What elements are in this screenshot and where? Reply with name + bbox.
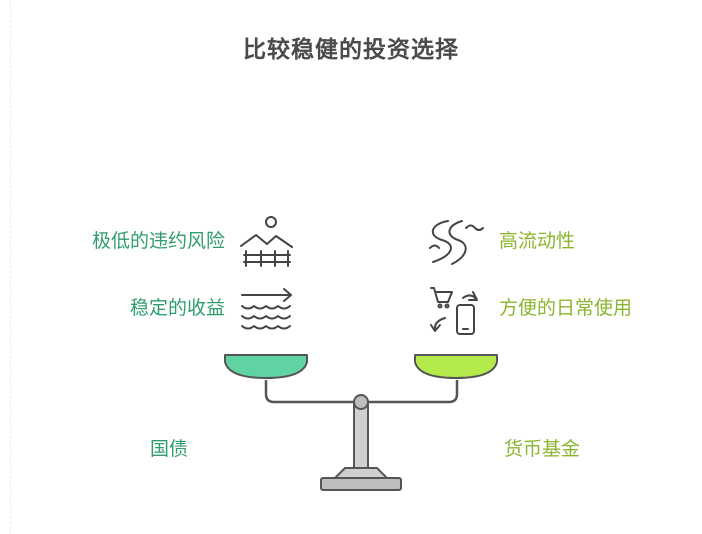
right-feature-label-2: 方便的日常使用 xyxy=(499,297,633,319)
right-option-name: 货币基金 xyxy=(504,438,581,460)
diagram-title: 比较稳健的投资选择 xyxy=(243,37,459,63)
right-feature-label-1: 高流动性 xyxy=(499,230,576,252)
scale-base xyxy=(320,477,402,491)
left-option-name: 国债 xyxy=(150,438,189,460)
right-pan xyxy=(414,354,498,379)
scale-base-step xyxy=(332,467,390,479)
landscape-with-fence-icon xyxy=(240,216,293,267)
cart-and-phone-icon xyxy=(430,287,478,335)
winding-river-icon xyxy=(429,220,484,265)
scale-pillar xyxy=(353,403,369,469)
balance-scale xyxy=(224,354,498,491)
left-edge-guide xyxy=(10,0,11,534)
scale-pivot xyxy=(353,394,369,410)
left-feature-label-2: 稳定的收益 xyxy=(129,297,225,319)
left-pan xyxy=(224,354,308,379)
arrow-over-waves-icon xyxy=(241,288,292,330)
left-feature-label-1: 极低的违约风险 xyxy=(91,230,225,252)
